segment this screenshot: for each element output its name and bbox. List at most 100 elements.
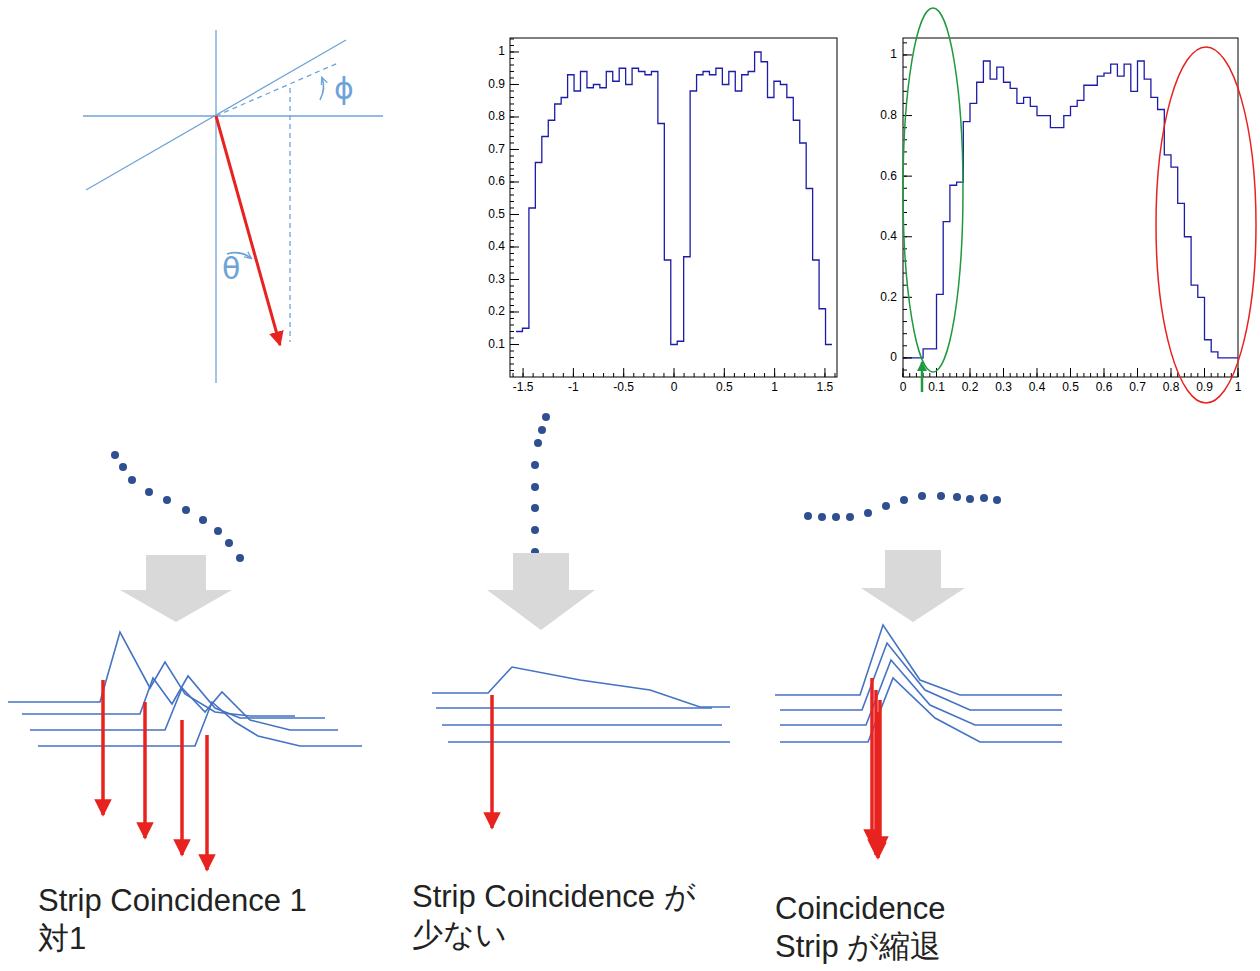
tick-mark [510, 38, 514, 39]
coincidence-arrow [180, 720, 184, 855]
tick-label: 0.3 [487, 273, 506, 286]
hit-dot [832, 513, 840, 521]
tick-mark [990, 373, 991, 377]
tick-mark [510, 318, 514, 319]
tick-mark [724, 368, 725, 377]
tick-mark [1070, 368, 1071, 377]
tick-mark [1050, 373, 1051, 377]
tick-mark [1217, 373, 1218, 377]
tick-mark [903, 321, 907, 322]
caption: Strip Coincidence 1対1 [38, 882, 333, 958]
tick-mark [1070, 373, 1071, 377]
hit-dot [993, 496, 1001, 504]
tick-mark [613, 373, 614, 377]
tick-mark [510, 181, 514, 182]
hit-dot [531, 483, 539, 491]
caption: Coincidence Strip が縮退 [775, 890, 990, 966]
tick-label: 0.8 [487, 110, 506, 123]
tick-mark [553, 373, 554, 377]
tick-mark [774, 373, 775, 377]
tick-mark [1238, 373, 1239, 377]
tick-mark [510, 272, 514, 273]
tick-mark [1077, 373, 1078, 377]
tick-mark [684, 373, 685, 377]
tick-mark [510, 116, 514, 117]
tick-mark [510, 71, 514, 72]
tick-label: 0.4 [879, 230, 898, 243]
angle-sketch [83, 30, 383, 383]
tick-mark [1043, 373, 1044, 377]
strip-waveform [780, 678, 1062, 742]
tick-mark [903, 54, 912, 55]
tick-mark [1097, 373, 1098, 377]
tick-mark [623, 373, 624, 377]
tick-mark [1224, 373, 1225, 377]
tick-mark [523, 373, 524, 377]
track-vector [216, 116, 280, 345]
process-arrow [487, 553, 595, 630]
tick-label: 0.1 [487, 338, 506, 351]
tick-mark [513, 373, 514, 377]
tick-label: -1.5 [512, 381, 535, 394]
tick-mark [1171, 368, 1172, 377]
tick-mark [510, 175, 514, 176]
tick-mark [704, 373, 705, 377]
tick-mark [936, 373, 937, 377]
tick-mark [663, 373, 664, 377]
tick-mark [510, 253, 514, 254]
tick-label: 0.6 [1095, 381, 1114, 394]
tick-mark [510, 142, 514, 143]
tick-mark [593, 373, 594, 377]
highlight-ellipse [903, 8, 963, 372]
tick-label: 1 [497, 45, 506, 58]
coincidence-arrow [876, 712, 880, 858]
tick-mark [1157, 373, 1158, 377]
tick-mark [510, 285, 514, 286]
tick-mark [510, 155, 514, 156]
coincidence-arrows [103, 678, 880, 870]
hit-dot [846, 513, 854, 521]
tick-mark [533, 373, 534, 377]
hit-dot [918, 492, 926, 500]
hit-dot [214, 527, 222, 535]
tick-mark [714, 373, 715, 377]
tick-mark [510, 298, 514, 299]
tick-mark [814, 373, 815, 377]
tick-label: 0.8 [879, 109, 898, 122]
tick-label: 1 [889, 48, 898, 61]
tick-mark [510, 90, 514, 91]
tick-mark [804, 373, 805, 377]
tick-mark [1003, 368, 1004, 377]
strip-waveform [38, 702, 362, 746]
tick-label: 1.5 [816, 381, 835, 394]
tick-mark [510, 214, 514, 215]
tick-mark [903, 297, 907, 298]
tick-mark [510, 136, 514, 137]
tick-label: 0.8 [1162, 381, 1181, 394]
tick-mark [510, 279, 519, 280]
tick-mark [510, 103, 514, 104]
tick-mark [1037, 373, 1038, 377]
hit-dot [531, 526, 539, 534]
strip-waveform [436, 707, 712, 709]
tick-mark [903, 368, 904, 377]
tick-mark [510, 305, 514, 306]
process-arrow [861, 550, 965, 622]
tick-mark [510, 370, 514, 371]
tick-mark [824, 368, 825, 377]
tick-mark [583, 373, 584, 377]
hit-dot [538, 426, 546, 434]
tick-label: 0.4 [487, 240, 506, 253]
tick-mark [510, 311, 519, 312]
tick-mark [956, 373, 957, 377]
tick-mark [734, 373, 735, 377]
strip-waveform [22, 676, 325, 718]
tick-mark [1016, 373, 1017, 377]
tick-label: -0.5 [612, 381, 635, 394]
tick-mark [510, 214, 519, 215]
hit-dot [199, 516, 207, 524]
tick-mark [510, 116, 519, 117]
tick-mark [1057, 373, 1058, 377]
tick-label: 0.9 [487, 78, 506, 91]
tick-mark [963, 373, 964, 377]
